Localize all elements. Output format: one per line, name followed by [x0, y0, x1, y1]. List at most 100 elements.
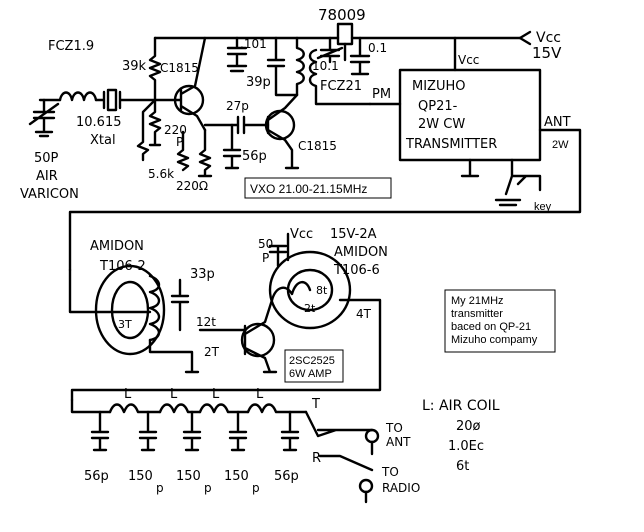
label-filter-c2: 150 — [128, 469, 153, 484]
label-filter-c5: 56p — [274, 469, 299, 484]
label-air-coil-2: 1.0Ec — [448, 439, 484, 454]
label-air-coil-1: 20ø — [456, 419, 481, 434]
transistor-2sc2525 — [240, 322, 276, 358]
label-12t: 12t — [196, 315, 216, 329]
ant-connector — [364, 428, 380, 444]
emitter-wire — [197, 128, 213, 178]
label-xtal-freq: 10.615 — [76, 115, 122, 130]
label-2t-right: 2t — [304, 302, 316, 315]
note-box — [444, 289, 556, 353]
label-c1815-bottom: C1815 — [298, 139, 337, 153]
r-220-bias — [148, 98, 162, 147]
label-fcz19: FCZ1.9 — [48, 39, 94, 54]
amp-output-wire — [70, 298, 382, 402]
varicon-cap — [28, 98, 60, 138]
label-filter-c3-unit: p — [204, 481, 212, 495]
label-to-ant-2: ANT — [386, 435, 411, 449]
label-vcc-module: Vcc — [458, 53, 479, 67]
filter-cap-5 — [280, 410, 300, 452]
label-l3: L — [212, 387, 220, 402]
toroid-left-winding — [148, 274, 161, 342]
label-t106-2: T106-2 — [99, 259, 146, 274]
label-amidon-left: AMIDON — [90, 239, 144, 254]
label-c1815-top: C1815 — [160, 61, 199, 75]
key-symbol — [494, 158, 542, 207]
vxo-label-box — [244, 177, 392, 199]
transistor-bottom — [264, 109, 296, 141]
r-220-ohm — [176, 130, 190, 172]
label-c10-1: 10.1 — [312, 59, 339, 73]
label-amidon-right: AMIDON — [334, 245, 388, 260]
label-8t: 8t — [316, 284, 328, 297]
label-2t: 2T — [204, 345, 220, 359]
regulator-78009 — [336, 22, 354, 46]
cap-10-1-trimmer — [316, 36, 344, 64]
module-label-line1: MIZUHO — [412, 79, 465, 94]
label-to-radio-2: RADIO — [382, 481, 420, 495]
label-c0-1: 0.1 — [368, 41, 387, 55]
vcc-arrow — [518, 30, 532, 46]
coil-fcz21-primary — [295, 36, 305, 97]
filter-cap-1 — [90, 410, 110, 452]
label-2w: 2W — [552, 139, 569, 151]
radio-connector — [358, 478, 374, 494]
label-xtal: Xtal — [90, 133, 116, 148]
amp-label-line1: 2SC2525 — [289, 355, 335, 367]
r-5-6k — [136, 98, 157, 162]
coil-fcz21-secondary — [308, 48, 372, 106]
transistor-bottom-leads — [266, 93, 300, 170]
label-fcz221: FCZ21 — [320, 79, 362, 94]
transistor-top-leads — [153, 36, 207, 132]
label-to-radio-1: TO — [381, 465, 399, 479]
label-varicon-cap: 50P — [34, 151, 59, 166]
filter-coil-4 — [246, 403, 308, 414]
filter-coil-2 — [158, 403, 202, 414]
cap-27p — [203, 115, 270, 135]
label-filter-c2-unit: p — [156, 481, 164, 495]
vxo-label-text: VXO 21.00-21.15MHz — [250, 182, 367, 196]
label-c27p: 27p — [226, 99, 249, 113]
note-line3: baced on QP-21 — [451, 321, 531, 333]
tr-switch — [304, 410, 374, 472]
label-air-coil-title: L: AIR COIL — [422, 398, 500, 414]
label-15v-2a: 15V-2A — [330, 227, 377, 242]
note-line2: transmitter — [451, 308, 503, 320]
left-ground-wire — [148, 338, 200, 374]
label-c56p-top: 56p — [242, 149, 267, 164]
filter-main-line — [70, 398, 112, 414]
label-39k: 39k — [122, 59, 147, 74]
note-line4: Mizuho compamy — [451, 334, 538, 346]
label-c101: .101 — [240, 37, 267, 51]
label-filter-c1: 56p — [84, 469, 109, 484]
label-vcc-15v: 15V — [532, 44, 562, 62]
cap-101 — [226, 36, 248, 73]
note-line1: My 21MHz — [451, 295, 504, 307]
label-r5-6k: 5.6k — [148, 167, 174, 181]
module-label-line3: 2W CW — [418, 117, 465, 132]
label-vcc-arrow: Vcc — [536, 30, 561, 46]
toroid-t106-6-outer — [268, 250, 352, 330]
label-key: key — [534, 201, 552, 213]
vcc-amp-wire — [268, 232, 290, 268]
toroid-t106-2-inner — [110, 280, 150, 340]
crystal — [94, 88, 157, 112]
r-39k — [148, 36, 162, 102]
label-l1: L — [124, 387, 132, 402]
label-c50p-amp: 50 — [258, 237, 273, 251]
label-c33p: 33p — [190, 267, 215, 282]
label-l2: L — [170, 387, 178, 402]
label-c50p-amp-unit: P — [262, 251, 269, 265]
label-varicon-air: AIR — [36, 169, 58, 184]
toroid-t106-2-outer — [94, 264, 166, 356]
label-t106-6: T106-6 — [333, 263, 380, 278]
filter-coil-3 — [198, 403, 250, 414]
toroid-right-winding — [270, 281, 312, 302]
label-c39p: 39p — [246, 75, 271, 90]
filter-cap-4 — [228, 410, 248, 452]
label-pm: PM — [372, 87, 391, 102]
coil-fcz19 — [58, 91, 98, 102]
label-ic-78009: 78009 — [318, 6, 366, 24]
label-filter-c3: 150 — [176, 469, 201, 484]
label-vcc-amp: Vcc — [290, 227, 313, 242]
